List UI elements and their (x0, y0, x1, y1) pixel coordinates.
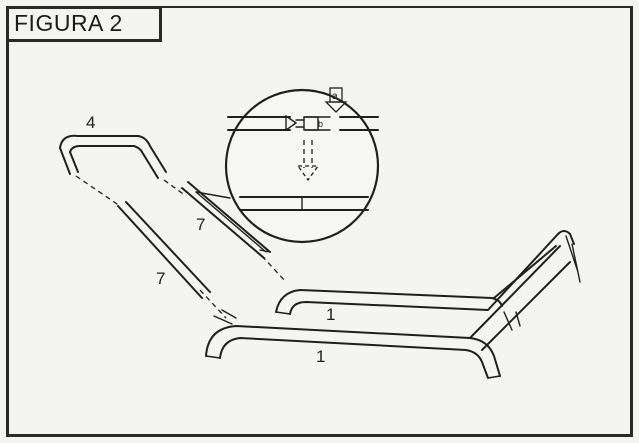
base-frame-part-1-upper: 1 (275, 289, 503, 324)
figure-title: FIGURA 2 (14, 10, 123, 36)
leg-rest-frame (469, 230, 581, 351)
detail-label-a: a (332, 91, 338, 102)
assembly-line-lower-right (261, 255, 287, 283)
label-part-7-upper: 7 (196, 215, 205, 234)
backrest-frame-part-4: 4 (59, 113, 167, 179)
side-tube-part-7-upper: 7 (181, 181, 271, 259)
label-part-7-lower: 7 (156, 269, 165, 288)
label-part-1-lower: 1 (316, 347, 325, 366)
figure-title-box (6, 6, 162, 42)
detail-label-b: b (318, 119, 323, 129)
label-part-1-upper: 1 (326, 305, 335, 324)
base-frame-part-1-lower: 1 (205, 325, 501, 379)
side-tube-part-7-lower: 7 (117, 201, 211, 299)
assembly-line-right (163, 179, 187, 197)
joint-marks (213, 309, 237, 325)
frame-top-rule (159, 6, 633, 8)
figure-frame (6, 6, 633, 437)
detail-magnifier: a b (195, 87, 380, 253)
assembly-line-left (75, 175, 121, 207)
assembly-line-lower-left (199, 289, 227, 319)
label-part-4: 4 (86, 113, 95, 132)
